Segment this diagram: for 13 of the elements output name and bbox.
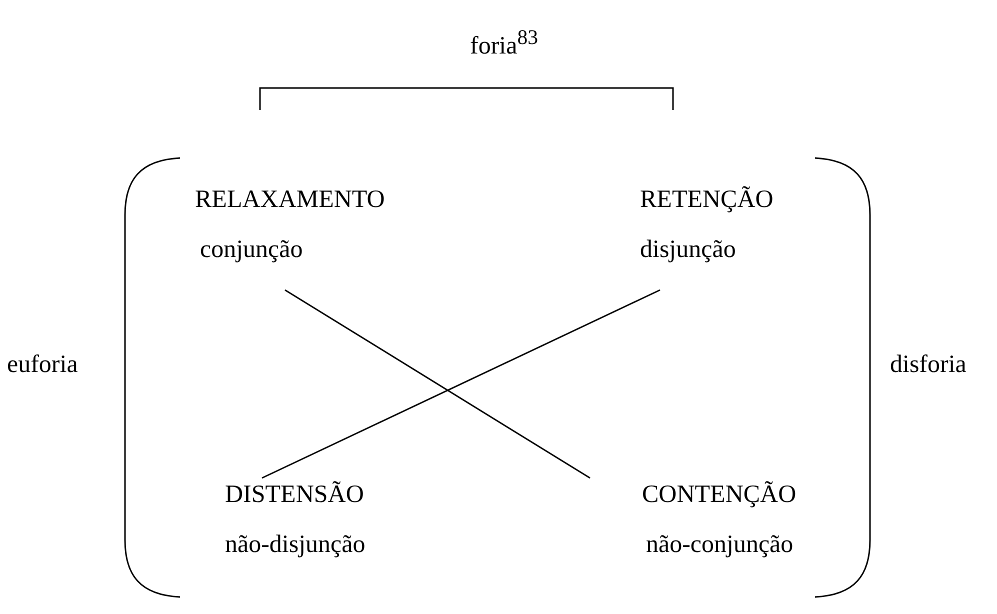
term-label: RELAXAMENTO [195, 185, 385, 215]
bracket-label: foria$^{83}$ [470, 24, 538, 62]
connector-line [262, 289, 660, 479]
term-label: RETENÇÃO [640, 185, 774, 215]
term-sublabel: conjunção [200, 235, 303, 265]
term-sublabel: não-conjunção [646, 530, 794, 560]
side-label: disforia [890, 350, 966, 380]
term-label: CONTENÇÃO [642, 480, 796, 510]
side-label: euforia [7, 350, 78, 380]
term-sublabel: disjunção [640, 235, 736, 265]
term-label: DISTENSÃO [225, 480, 364, 510]
term-sublabel: não-disjunção [225, 530, 366, 560]
connector-line [284, 289, 590, 479]
